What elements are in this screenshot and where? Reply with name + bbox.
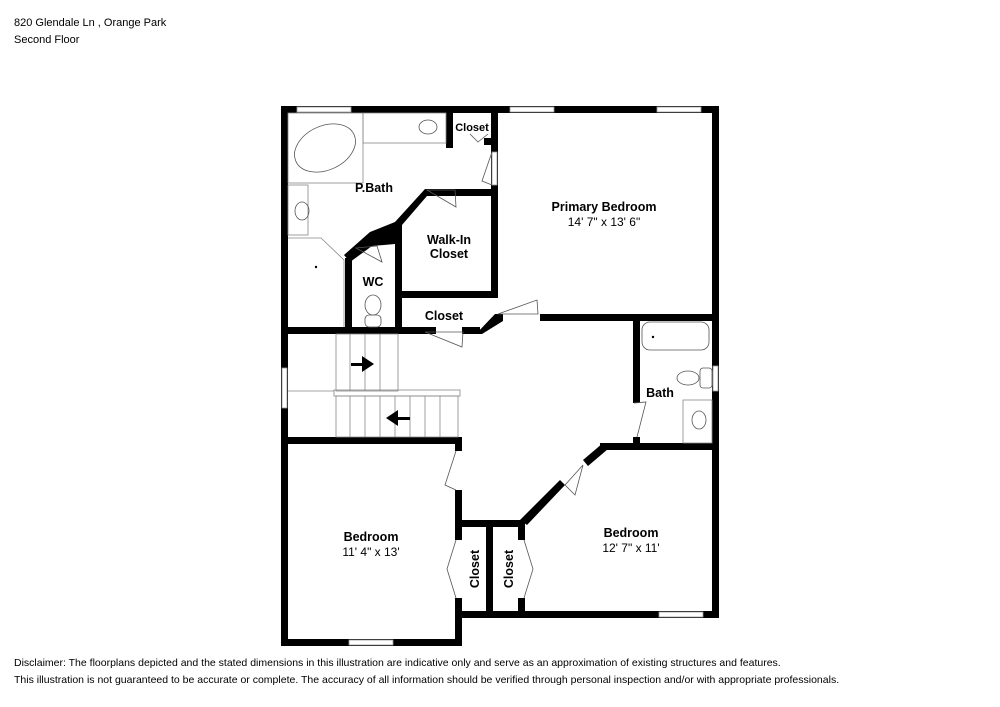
bathtub-icon: [294, 123, 356, 173]
room-dim-bedroom-right: 12' 7" x 11': [602, 541, 659, 555]
room-name-bath: Bath: [646, 386, 674, 400]
room-name-closet-right: Closet: [502, 549, 516, 588]
room-labels: Primary Bedroom 14' 7" x 13' 6" P.Bath C…: [342, 122, 674, 588]
room-dim-primary-bedroom: 14' 7" x 13' 6": [568, 215, 640, 229]
room-name-closet-left: Closet: [468, 549, 482, 588]
disclaimer-line-2: This illustration is not guaranteed to b…: [14, 674, 840, 686]
room-name-primary-bedroom: Primary Bedroom: [552, 200, 657, 214]
room-name-bedroom-right: Bedroom: [604, 526, 659, 540]
room-name-bedroom-left: Bedroom: [344, 530, 399, 544]
room-name-wc: WC: [363, 275, 384, 289]
sink-icon: [294, 201, 310, 221]
toilet-icon: [676, 370, 700, 386]
sink-icon: [418, 119, 438, 135]
sink-icon: [691, 410, 707, 430]
floor-label: Second Floor: [14, 34, 80, 46]
room-name-walk-in-closet-2: Closet: [430, 247, 469, 261]
fixtures: [287, 112, 713, 444]
bathtub-icon: [641, 321, 710, 351]
arrow-right-icon: [351, 356, 374, 372]
room-name-closet-mid: Closet: [425, 309, 464, 323]
property-address: 820 Glendale Ln , Orange Park: [14, 17, 167, 29]
room-name-walk-in-closet-1: Walk-In: [427, 233, 471, 247]
walls: [281, 106, 719, 646]
staircase: [288, 333, 461, 438]
room-name-p-bath: P.Bath: [355, 181, 393, 195]
windows: [281, 106, 719, 646]
room-dim-bedroom-left: 11' 4" x 13': [342, 545, 399, 559]
toilet-icon: [364, 294, 382, 316]
room-name-closet-top: Closet: [455, 122, 489, 134]
arrow-left-icon: [386, 410, 410, 426]
doors: [354, 133, 647, 599]
disclaimer-line-1: Disclaimer: The floorplans depicted and …: [14, 657, 781, 669]
